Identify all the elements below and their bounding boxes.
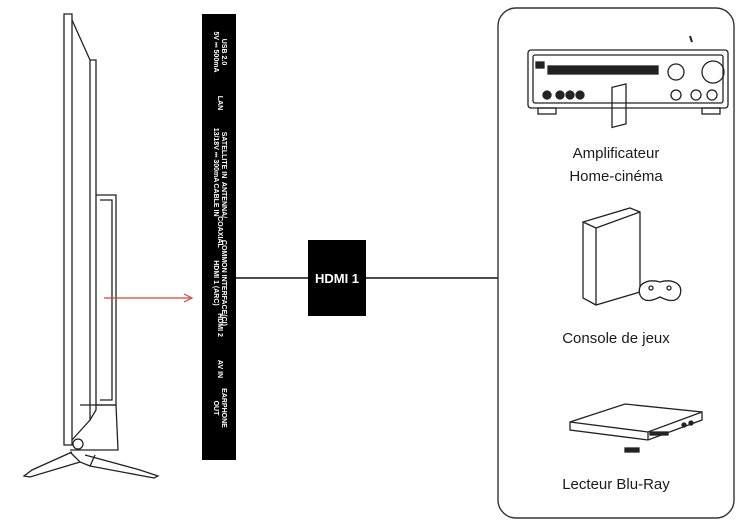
tv-side-view — [22, 13, 160, 479]
port-label-av-in: AV IN — [216, 359, 223, 379]
amplifier-icon — [527, 35, 729, 115]
port-label-earphone-out: EARPHONE OUT — [212, 388, 227, 428]
port-label-lan: LAN — [216, 95, 223, 111]
bluray-player-icon — [569, 403, 703, 453]
connection-arrow — [104, 293, 194, 303]
port-label-antenna-cable-in: ANTENNA/ CABLE IN — [212, 181, 227, 219]
device-label-console: Console de jeux — [562, 330, 670, 347]
game-console-icon — [582, 83, 682, 306]
port-label-satellite-in: SATELLITE IN 13/18V ⎓ 300mA — [212, 127, 227, 183]
port-label-hdmi2: HDMI 2 — [216, 313, 223, 337]
port-label-usb: USB 2.0 5V ⎓ 500mA — [212, 31, 227, 73]
device-label-amplifier: Amplificateur Home-cinéma — [569, 145, 663, 185]
port-panel — [202, 14, 236, 460]
hdmi-connector-label: HDMI 1 — [314, 270, 360, 286]
device-label-bluray: Lecteur Blu-Ray — [562, 476, 670, 493]
hdmi-connector-box — [308, 240, 366, 316]
